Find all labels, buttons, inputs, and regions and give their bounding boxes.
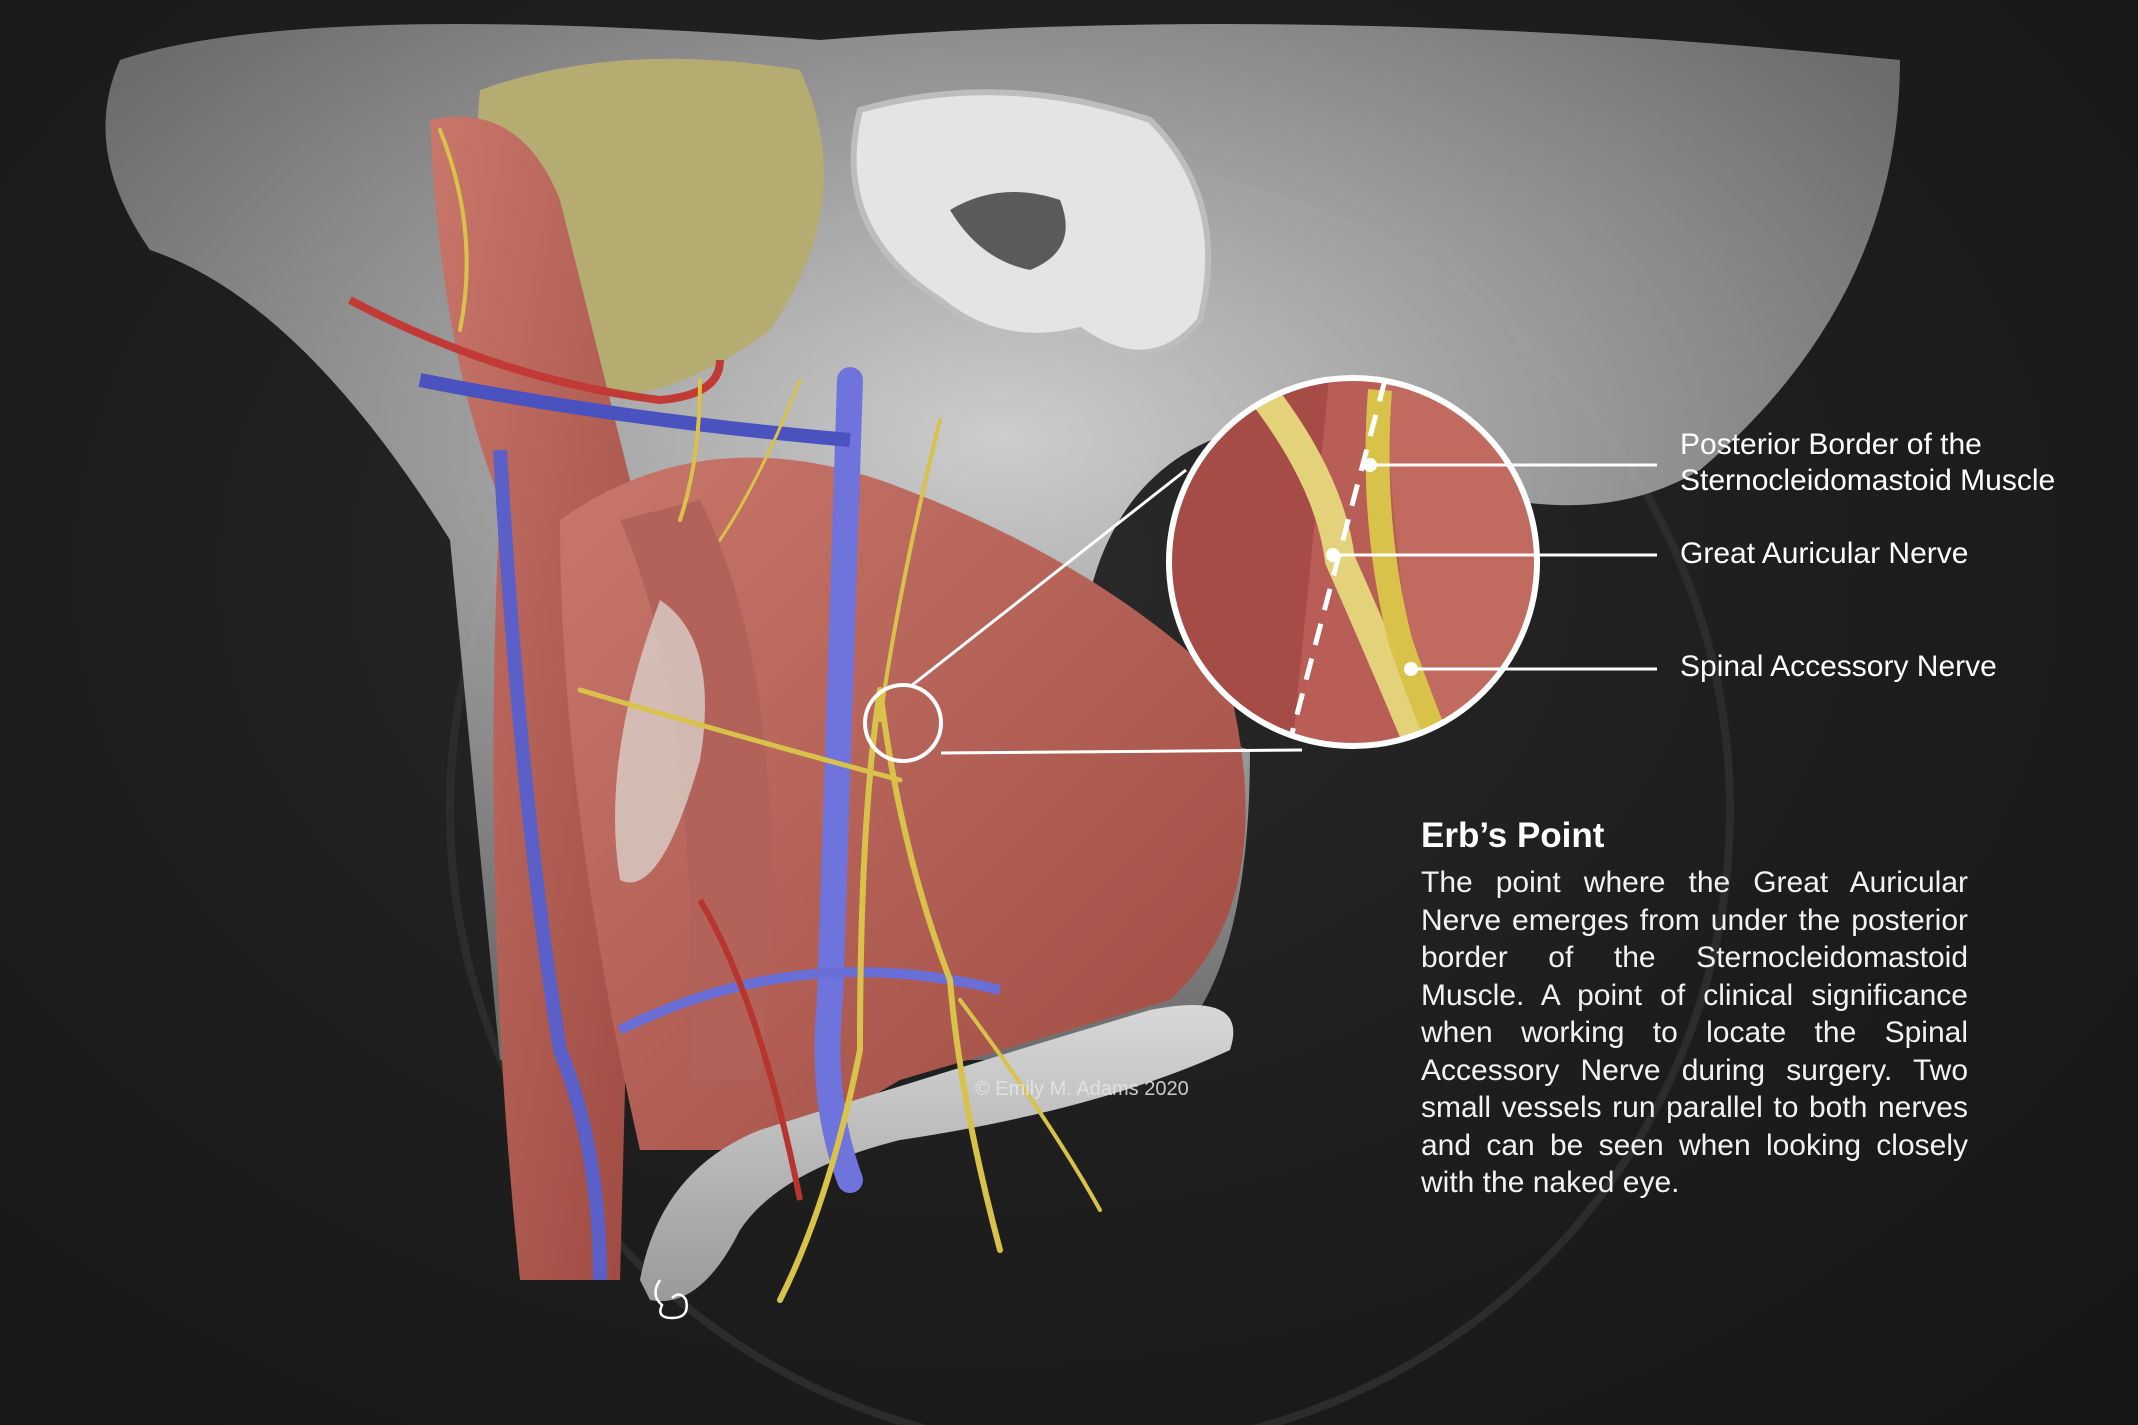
zoom-line-bottom — [940, 748, 1303, 755]
copyright-notice: © Emily M. Adams 2020 — [975, 1078, 1189, 1100]
label-line: Sternocleidomastoid Muscle — [1680, 464, 2056, 497]
dot-posterior-border — [1363, 458, 1377, 472]
artery-branch — [697, 898, 803, 1201]
magnifier-circle — [1166, 375, 1540, 749]
artery — [348, 296, 724, 405]
label-line: Posterior Border of the — [1680, 428, 1982, 461]
sternocleidomastoid — [620, 500, 772, 1080]
clavicle — [640, 1005, 1234, 1302]
anterior-jugular-vein — [493, 449, 607, 1281]
zoom-line-top — [910, 468, 1187, 688]
artist-logo — [654, 1279, 688, 1320]
thyroid-cartilage — [615, 600, 705, 883]
label-posterior-border: Posterior Border of the Sternocleidomast… — [1680, 427, 2055, 499]
description-body: The point where the Great Auricular Nerv… — [1421, 866, 1968, 1199]
erbs-point-marker — [863, 683, 943, 763]
label-great-auricular: Great Auricular Nerve — [1680, 537, 1969, 570]
dot-great-auricular — [1326, 548, 1340, 562]
facial-vein — [418, 373, 851, 447]
dot-spinal-accessory — [1404, 662, 1418, 676]
description-title: Erb’s Point — [1421, 816, 1605, 855]
external-jugular-vein — [814, 367, 863, 1193]
ear-canal — [950, 192, 1066, 270]
cervical-nerves — [438, 128, 1102, 1303]
label-spinal-accessory: Spinal Accessory Nerve — [1680, 650, 1997, 683]
